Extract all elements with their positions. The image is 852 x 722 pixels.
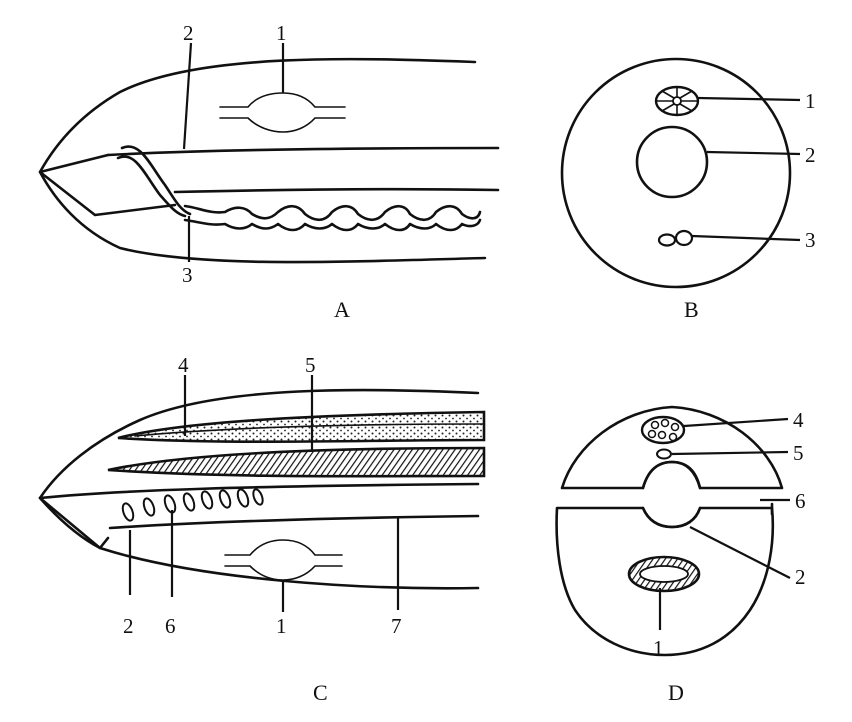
- panel-a-leader-2: [182, 42, 193, 150]
- panel-b-vessel: [657, 229, 694, 247]
- panel-a-body-outline: [38, 57, 487, 264]
- panel-a-label-2: 2: [183, 21, 194, 45]
- panel-a-label-3: 3: [182, 263, 193, 287]
- panel-c-label-2: 2: [123, 614, 134, 638]
- panel-c: 4 5 2 6 1 7 C: [38, 353, 486, 705]
- panel-d-gut: [627, 555, 701, 593]
- panel-a-nerve-loop: [116, 145, 192, 218]
- panel-c-snout: [38, 496, 110, 550]
- panel-d-label-1: 1: [653, 636, 664, 660]
- panel-b-title: B: [684, 297, 699, 322]
- panel-c-label-4: 4: [178, 353, 189, 377]
- panel-d-notochord: [641, 460, 702, 529]
- panel-a-snout: [38, 153, 177, 217]
- panel-c-notochord: [107, 446, 486, 478]
- panel-b-leader-3: [691, 234, 801, 242]
- panel-d: 4 5 6 2 1 D: [555, 405, 806, 705]
- panel-a: 1 2 3 A: [38, 21, 500, 322]
- panel-c-label-6: 6: [165, 614, 176, 638]
- panel-d-label-4: 4: [793, 408, 804, 432]
- panel-a-label-1: 1: [276, 21, 287, 45]
- panel-d-leader-4: [683, 417, 789, 428]
- panel-d-nerve-cord: [640, 415, 686, 445]
- panel-a-title: A: [334, 297, 350, 322]
- panel-d-leader-5: [671, 450, 789, 456]
- panel-c-ventral-line: [38, 482, 480, 530]
- panel-b-leader-1: [697, 96, 801, 102]
- panel-c-gill-slits: [121, 488, 264, 522]
- panel-b-label-3: 3: [805, 228, 816, 252]
- panel-b: 1 2 3 B: [560, 57, 816, 322]
- panel-c-label-5: 5: [305, 353, 316, 377]
- panel-c-label-7: 7: [391, 614, 402, 638]
- panel-c-organ-1: [224, 539, 343, 581]
- panel-c-label-1: 1: [276, 614, 287, 638]
- panel-b-notochord: [635, 125, 709, 199]
- panel-d-label-2: 2: [795, 565, 806, 589]
- panel-d-title: D: [668, 680, 684, 705]
- panel-d-vessel: [656, 448, 672, 460]
- panel-b-nerve-cord: [654, 85, 700, 117]
- panel-c-title: C: [313, 680, 328, 705]
- panel-d-leader-2: [689, 526, 791, 579]
- panel-a-beaded-vessel: [183, 204, 482, 222]
- panel-b-label-1: 1: [805, 89, 816, 113]
- panel-d-label-6: 6: [795, 489, 806, 513]
- panel-b-leader-2: [706, 150, 801, 156]
- panel-b-section-outline: [560, 57, 792, 289]
- panel-c-nerve-cord-inner: [134, 423, 485, 437]
- panel-a-notochord: [106, 146, 500, 194]
- panel-b-label-2: 2: [805, 143, 816, 167]
- panel-a-beaded-vessel-lower: [183, 218, 482, 232]
- panel-d-label-5: 5: [793, 441, 804, 465]
- panel-a-organ-1: [219, 92, 346, 133]
